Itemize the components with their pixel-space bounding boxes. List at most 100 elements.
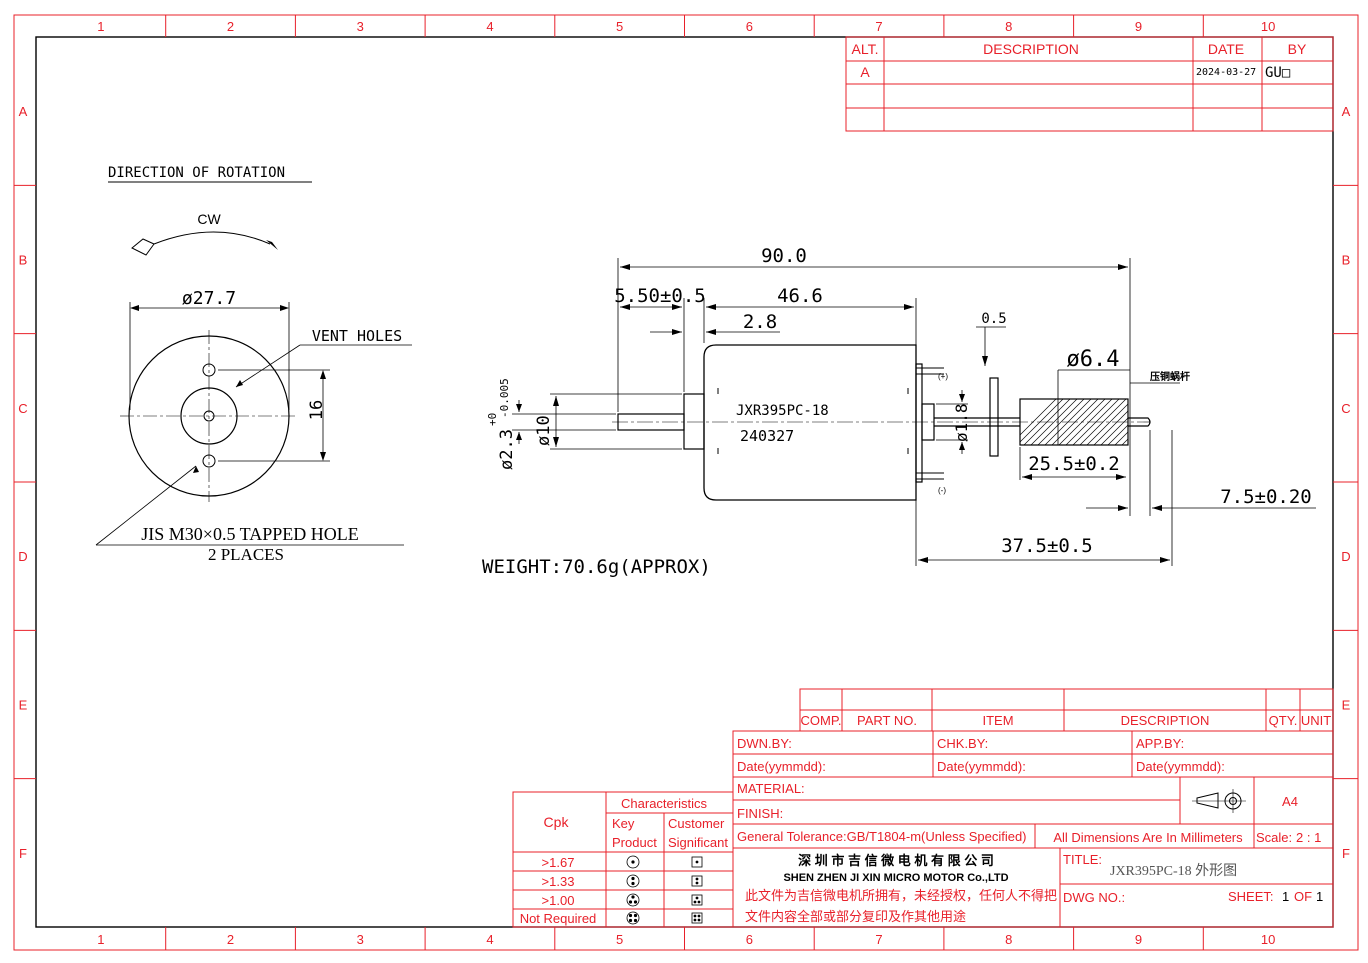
title-value: JXR395PC-18 外形图	[1110, 863, 1237, 879]
weight-note: WEIGHT:70.6g(APPROX)	[482, 556, 711, 578]
cpk-row-4: Not Required	[520, 911, 597, 926]
zone-col-bottom: 3	[357, 932, 364, 947]
rev-row-date: 2024-03-27	[1196, 67, 1256, 78]
zone-col-top: 9	[1135, 19, 1142, 34]
title-block	[732, 730, 1334, 928]
dim-body-length: 46.6	[777, 285, 823, 307]
drawn-by-label: DWN.BY:	[737, 736, 792, 751]
zone-col-top: 6	[746, 19, 753, 34]
zone-row-right: F	[1342, 846, 1350, 861]
key-symbol-1-icon	[626, 855, 640, 869]
washer	[989, 377, 999, 457]
motor-model-label: JXR395PC-18	[736, 403, 829, 419]
key-symbol-4-icon	[626, 911, 640, 925]
rev-header-alt: ALT.	[852, 41, 879, 57]
zone-col-bottom: 5	[616, 932, 623, 947]
dim-boss-2-8: 2.8	[743, 311, 777, 333]
parts-header-partno: PART NO.	[857, 713, 917, 728]
rotation-arrowhead	[266, 240, 278, 250]
finish-label: FINISH:	[737, 806, 783, 821]
checked-date-label: Date(yymmdd):	[937, 759, 1026, 774]
copyright-line-1: 此文件为吉信微电机所拥有，未经授权，任何人不得把	[745, 888, 1057, 903]
parts-header-description: DESCRIPTION	[1121, 713, 1210, 728]
zone-col-top: 2	[227, 19, 234, 34]
zone-col-top: 7	[875, 19, 882, 34]
material-label: MATERIAL:	[737, 781, 805, 796]
dim-overall-length: 90.0	[761, 245, 807, 267]
terminal-plus-label: (+)	[938, 372, 948, 381]
company-name-cn: 深 圳 市 吉 信 微 电 机 有 限 公 司	[798, 853, 994, 868]
hole-spacing: 16	[307, 400, 327, 420]
dim-shaft-diameter: ø2.3	[497, 429, 517, 470]
title-label: TITLE:	[1063, 852, 1102, 867]
customer-symbol-3-icon	[691, 894, 703, 906]
copyright-line-2: 文件内容全部或部分复印及作其他用途	[745, 909, 966, 924]
scale-value: 2 : 1	[1296, 830, 1321, 845]
parts-header-qty: QTY.	[1269, 713, 1298, 728]
end-cap	[915, 363, 923, 483]
key-symbol-2-icon	[626, 874, 640, 888]
worm-gear	[1019, 398, 1129, 446]
checked-by-label: CHK.BY:	[937, 736, 988, 751]
zone-col-top: 10	[1261, 19, 1275, 34]
parts-header-comp: COMP.	[801, 713, 842, 728]
parts-table	[799, 688, 1334, 732]
end-view-diameter: ø27.7	[182, 288, 236, 309]
cpk-row-3: >1.00	[542, 893, 575, 908]
approved-by-label: APP.BY:	[1136, 736, 1184, 751]
tapped-hole-places: 2 PLACES	[208, 545, 284, 564]
zone-row-right: C	[1341, 401, 1350, 416]
approved-date-label: Date(yymmdd):	[1136, 759, 1225, 774]
cpk-header: Cpk	[544, 814, 570, 830]
dim-shaft-tol-plus: +0	[486, 413, 499, 426]
zone-row-left: C	[18, 401, 27, 416]
dim-small-diameter: ø1.8	[952, 403, 971, 442]
terminal-minus	[916, 472, 944, 480]
cpk-table	[512, 791, 734, 928]
zone-row-right: E	[1342, 698, 1351, 713]
zone-row-left: A	[19, 104, 28, 119]
rotation-arc	[153, 231, 271, 245]
units-note: All Dimensions Are In Millimeters	[1053, 830, 1243, 845]
characteristics-header: Characteristics	[621, 796, 707, 811]
zone-row-right: A	[1342, 104, 1351, 119]
tapped-hole-leader	[95, 465, 197, 546]
zone-row-left: E	[19, 698, 28, 713]
rev-header-date: DATE	[1208, 41, 1244, 57]
zone-col-bottom: 4	[486, 932, 493, 947]
zone-col-bottom: 2	[227, 932, 234, 947]
zone-row-right: B	[1342, 253, 1351, 268]
vent-holes-label: VENT HOLES	[312, 327, 402, 345]
key-product-symbols	[626, 855, 703, 925]
sheet-number: 1	[1282, 889, 1289, 904]
zone-row-right: D	[1341, 549, 1350, 564]
significant-header: Significant	[668, 835, 728, 850]
projection-symbol-icon	[1192, 789, 1246, 813]
rotation-title: DIRECTION OF ROTATION	[108, 165, 285, 181]
parts-header-unit: UNIT	[1301, 713, 1331, 728]
zone-col-bottom: 7	[875, 932, 882, 947]
cpk-row-2: >1.33	[542, 874, 575, 889]
drawn-date-label: Date(yymmdd):	[737, 759, 826, 774]
dim-washer: 0.5	[981, 311, 1006, 327]
side-view-arrows	[516, 264, 1170, 563]
rev-header-description: DESCRIPTION	[983, 41, 1079, 57]
zone-col-bottom: 1	[97, 932, 104, 947]
zone-col-top: 8	[1005, 19, 1012, 34]
customer-header: Customer	[668, 816, 725, 831]
zone-row-left: B	[19, 253, 28, 268]
rotation-indicator: DIRECTION OF ROTATION CW	[108, 165, 312, 256]
dim-tip-length: 7.5±0.20	[1220, 486, 1312, 508]
terminal-plus	[916, 367, 944, 375]
end-view	[95, 302, 412, 546]
zone-col-bottom: 9	[1135, 932, 1142, 947]
drawing-number-label: DWG NO.:	[1063, 890, 1125, 905]
dim-shaft-length: 37.5±0.5	[1001, 535, 1093, 557]
zone-col-top: 1	[97, 19, 104, 34]
customer-symbol-2-icon	[691, 875, 703, 887]
key-header: Key	[612, 816, 635, 831]
zone-col-bottom: 8	[1005, 932, 1012, 947]
rear-boss	[921, 403, 935, 441]
side-view	[612, 344, 1151, 501]
